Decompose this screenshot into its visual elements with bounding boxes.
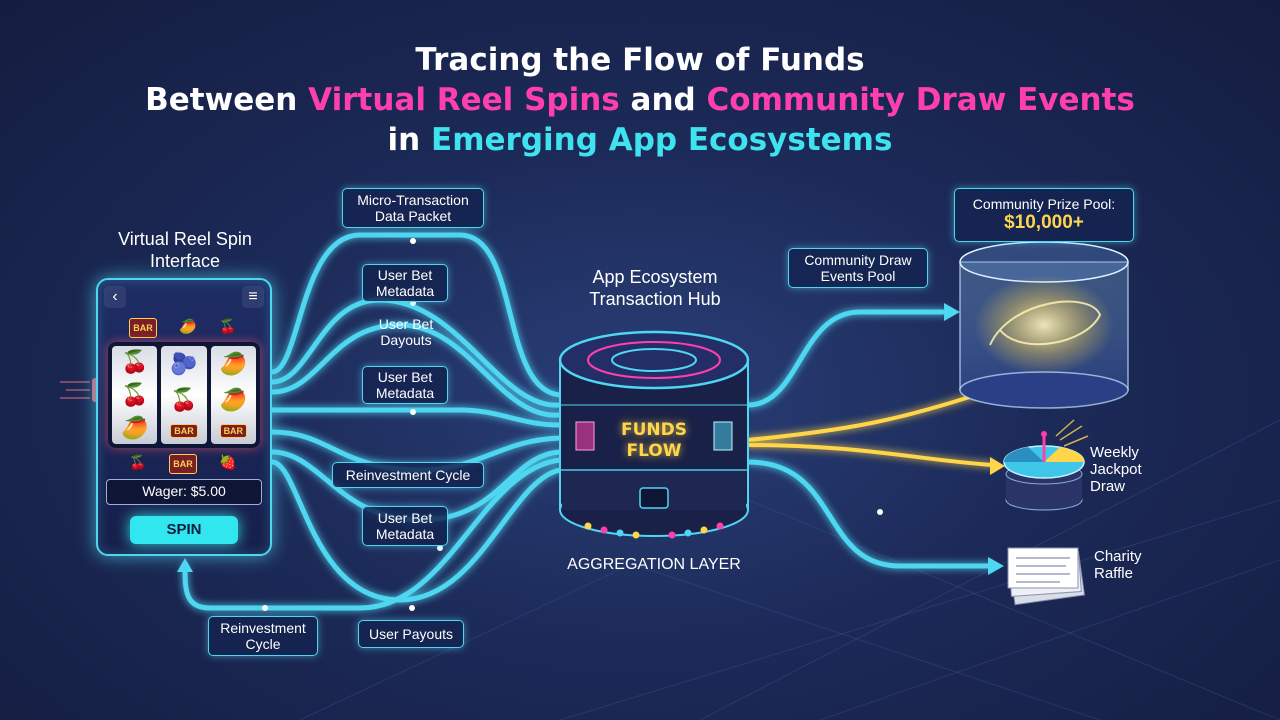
- title-line-1: Tracing the Flow of Funds: [415, 42, 865, 78]
- title-line-2-part-c: and: [619, 82, 707, 118]
- reel-3: 🥭 🥭 BAR: [210, 346, 256, 444]
- title-line-3-part-b: Emerging App Ecosystems: [431, 122, 893, 158]
- flow-micro-transaction: [269, 232, 563, 398]
- title-line-2-part-b: Virtual Reel Spins: [308, 82, 620, 118]
- bottom-symbol-row: 🍒 BAR 🍓: [118, 454, 248, 474]
- transaction-hub-cylinder: [558, 330, 750, 539]
- symbol-mango: 🥭: [179, 318, 197, 334]
- label-bet-metadata-2: User Bet Metadata: [362, 366, 448, 404]
- reel-1-symbol-3: 🥭: [120, 414, 149, 440]
- reel-2-symbol-1: 🫐: [170, 351, 198, 376]
- flow-bet-metadata-2: [269, 407, 563, 428]
- phone-heading: Virtual Reel Spin Interface: [118, 229, 252, 271]
- label-reinvestment-mid: Reinvestment Cycle: [332, 462, 484, 488]
- flow-to-community-pool: [745, 309, 948, 408]
- reel-1: 🍒 🍒 🥭: [112, 346, 158, 444]
- reel-3-symbol-3: BAR: [219, 424, 248, 438]
- title-line-2-part-d: Community Draw Events: [706, 82, 1135, 118]
- reel-1-symbol-1: 🍒: [120, 349, 149, 375]
- reel-2: 🫐 🍒 BAR: [161, 346, 207, 444]
- slot-phone-interface: ‹ ≡ BAR 🥭 🍒 🍒 🍒 🥭 🫐 🍒 BAR 🥭 🥭 BAR 🍒 BAR …: [96, 278, 272, 556]
- charity-raffle-tickets: [1007, 547, 1086, 606]
- prize-pool-amount: $10,000+: [1004, 212, 1084, 233]
- label-micro-transaction: Micro-Transaction Data Packet: [342, 188, 484, 228]
- label-reinvestment-bottom: Reinvestment Cycle: [208, 616, 318, 656]
- spin-button[interactable]: SPIN: [130, 516, 238, 544]
- hub-to-output-flows: [745, 309, 994, 569]
- arrow-to-charity: [988, 557, 1004, 575]
- reel-3-symbol-2: 🥭: [219, 387, 248, 412]
- symbol-cherry: 🍒: [219, 318, 237, 334]
- title-line-3: in Emerging App Ecosystems: [0, 120, 1280, 160]
- flow-to-charity: [745, 459, 993, 569]
- aggregation-layer-label: AGGREGATION LAYER: [567, 556, 741, 573]
- label-bet-metadata-3: User Bet Metadata: [362, 506, 448, 546]
- community-prize-pool-label: Community Prize Pool: $10,000+: [954, 188, 1134, 242]
- top-symbol-row: BAR 🥭 🍒: [118, 318, 248, 338]
- flow-reinvest-bottom: [182, 457, 563, 611]
- prize-pool-caption: Community Prize Pool:: [972, 196, 1116, 212]
- arrow-to-weekly: [990, 457, 1005, 475]
- label-user-payouts: User Payouts: [358, 620, 464, 648]
- title-line-2-part-a: Between: [145, 82, 309, 118]
- label-bet-metadata-1: User Bet Metadata: [362, 264, 448, 302]
- label-bet-payouts: User Bet Dayouts: [378, 316, 434, 348]
- diagram-title: Tracing the Flow of Funds Between Virtua…: [0, 40, 1280, 160]
- reel-3-symbol-1: 🥭: [219, 351, 248, 376]
- menu-button[interactable]: ≡: [242, 286, 264, 308]
- wager-field[interactable]: Wager: $5.00: [106, 479, 262, 505]
- funds-flow-badge: FUNDS FLOW: [621, 420, 687, 461]
- arrow-to-pool: [944, 303, 960, 321]
- slot-reels: 🍒 🍒 🥭 🫐 🍒 BAR 🥭 🥭 BAR: [108, 342, 260, 448]
- hub-title: App Ecosystem Transaction Hub: [589, 267, 721, 309]
- reel-1-symbol-2: 🍒: [120, 381, 149, 407]
- reel-2-symbol-2: 🍒: [170, 387, 198, 412]
- label-community-draw-pool: Community Draw Events Pool: [788, 248, 928, 288]
- back-button[interactable]: ‹: [104, 286, 126, 308]
- flow-node-dots: [262, 238, 883, 611]
- reel-2-symbol-3: BAR: [170, 424, 198, 438]
- flow-gold-to-pool: [746, 390, 987, 442]
- charity-raffle-label: Charity Raffle: [1094, 548, 1142, 582]
- flow-gold-to-weekly: [746, 443, 994, 467]
- symbol-strawberry: 🍓: [219, 454, 237, 470]
- arrow-to-phone: [177, 558, 193, 572]
- title-line-2: Between Virtual Reel Spins and Community…: [0, 80, 1280, 120]
- weekly-jackpot-label: Weekly Jackpot Draw: [1090, 444, 1142, 495]
- prize-pool-cylinder: [959, 241, 1129, 409]
- title-line-3-part-a: in: [387, 122, 432, 158]
- symbol-bar: BAR: [129, 318, 157, 338]
- symbol-cherry: 🍒: [129, 454, 147, 470]
- weekly-jackpot-wheel: [1003, 419, 1089, 511]
- symbol-bar: BAR: [169, 454, 197, 474]
- flow-bet-payouts: [269, 322, 563, 418]
- hub-led-row: [584, 522, 724, 539]
